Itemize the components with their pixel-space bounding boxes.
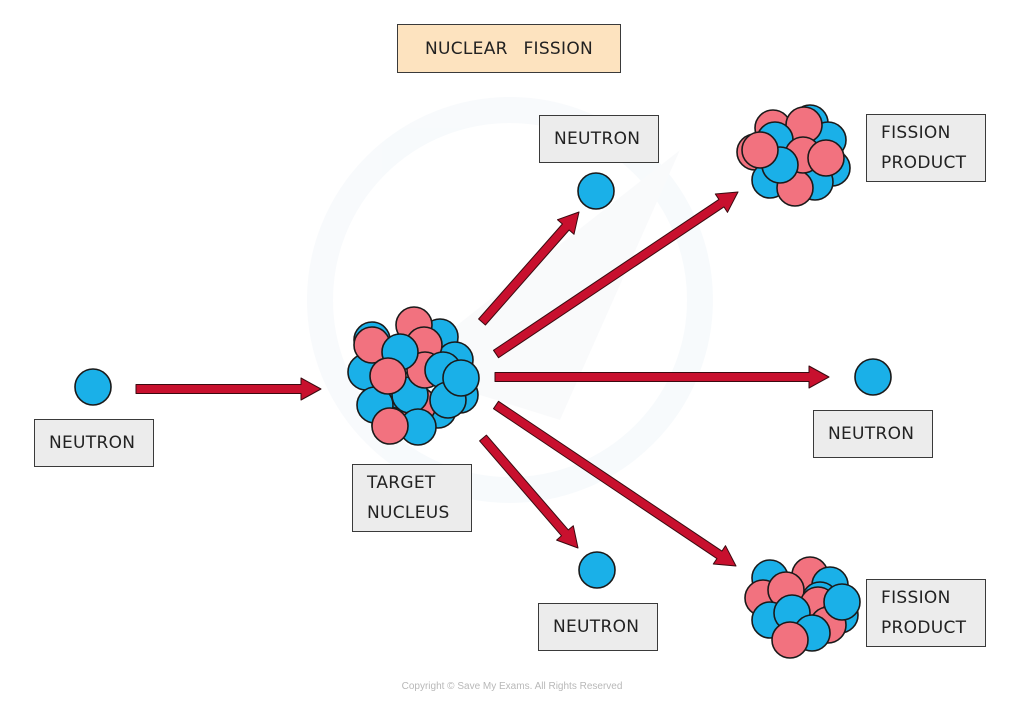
proton-sphere bbox=[741, 131, 779, 169]
label-incoming-neutron: NEUTRON bbox=[34, 419, 154, 467]
arrow-to-neutron-right bbox=[494, 365, 830, 389]
neutron-sphere bbox=[442, 359, 480, 397]
fission-product-bottom bbox=[744, 556, 861, 659]
neutron-top bbox=[577, 172, 615, 210]
label-text-line2: PRODUCT bbox=[881, 153, 967, 173]
proton-sphere bbox=[771, 621, 809, 659]
label-text-line1: FISSION bbox=[881, 123, 951, 143]
proton-sphere bbox=[371, 407, 409, 445]
particles-group bbox=[74, 104, 892, 659]
neutron-sphere bbox=[823, 583, 861, 621]
label-fission-product-bottom: FISSION PRODUCT bbox=[866, 579, 986, 647]
arrows-group bbox=[135, 191, 830, 567]
label-neutron-right: NEUTRON bbox=[813, 410, 933, 458]
arrow-to-neutron-bottom bbox=[479, 434, 579, 549]
neutron-bottom bbox=[578, 551, 616, 589]
proton-sphere bbox=[369, 357, 407, 395]
label-text: NEUTRON bbox=[828, 424, 915, 444]
label-text: NEUTRON bbox=[49, 433, 136, 453]
label-fission-product-top: FISSION PRODUCT bbox=[866, 114, 986, 182]
label-text-line2: PRODUCT bbox=[881, 618, 967, 638]
neutron-incoming bbox=[74, 368, 112, 406]
neutron-right bbox=[854, 358, 892, 396]
label-text-line1: TARGET bbox=[367, 473, 436, 493]
arrow-to-fission-product-bottom bbox=[493, 400, 737, 567]
diagram-title: NUCLEAR FISSION bbox=[424, 38, 594, 59]
label-text-line1: FISSION bbox=[881, 588, 951, 608]
label-text: NEUTRON bbox=[554, 129, 641, 149]
arrow-incoming bbox=[135, 377, 322, 401]
copyright-notice: Copyright © Save My Exams. All Rights Re… bbox=[401, 681, 623, 692]
label-neutron-bottom: NEUTRON bbox=[538, 603, 658, 651]
proton-sphere bbox=[807, 139, 845, 177]
label-target-nucleus: TARGET NUCLEUS bbox=[352, 464, 472, 532]
target-nucleus bbox=[347, 306, 480, 446]
title-box: NUCLEAR FISSION bbox=[397, 24, 621, 73]
label-text: NEUTRON bbox=[553, 617, 640, 637]
label-text-line2: NUCLEUS bbox=[367, 503, 450, 523]
arrow-to-neutron-top bbox=[478, 211, 580, 326]
label-neutron-top: NEUTRON bbox=[539, 115, 659, 163]
arrow-to-fission-product-top bbox=[493, 191, 739, 359]
fission-product-top bbox=[736, 104, 851, 207]
